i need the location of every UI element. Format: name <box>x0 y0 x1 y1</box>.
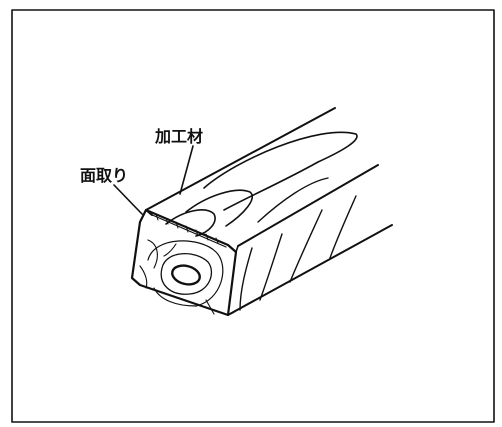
end-face <box>130 208 239 317</box>
top-face-grain <box>165 131 358 237</box>
chamfer-label: 面取り <box>80 166 128 185</box>
side-face-grain <box>239 195 357 311</box>
processed-material-leader <box>179 145 194 195</box>
lumber-body <box>145 107 393 316</box>
chamfer-leader <box>113 184 143 215</box>
end-grain-rings <box>139 239 224 315</box>
figure-frame <box>11 9 495 423</box>
processed-material-label: 加工材 <box>154 127 203 146</box>
